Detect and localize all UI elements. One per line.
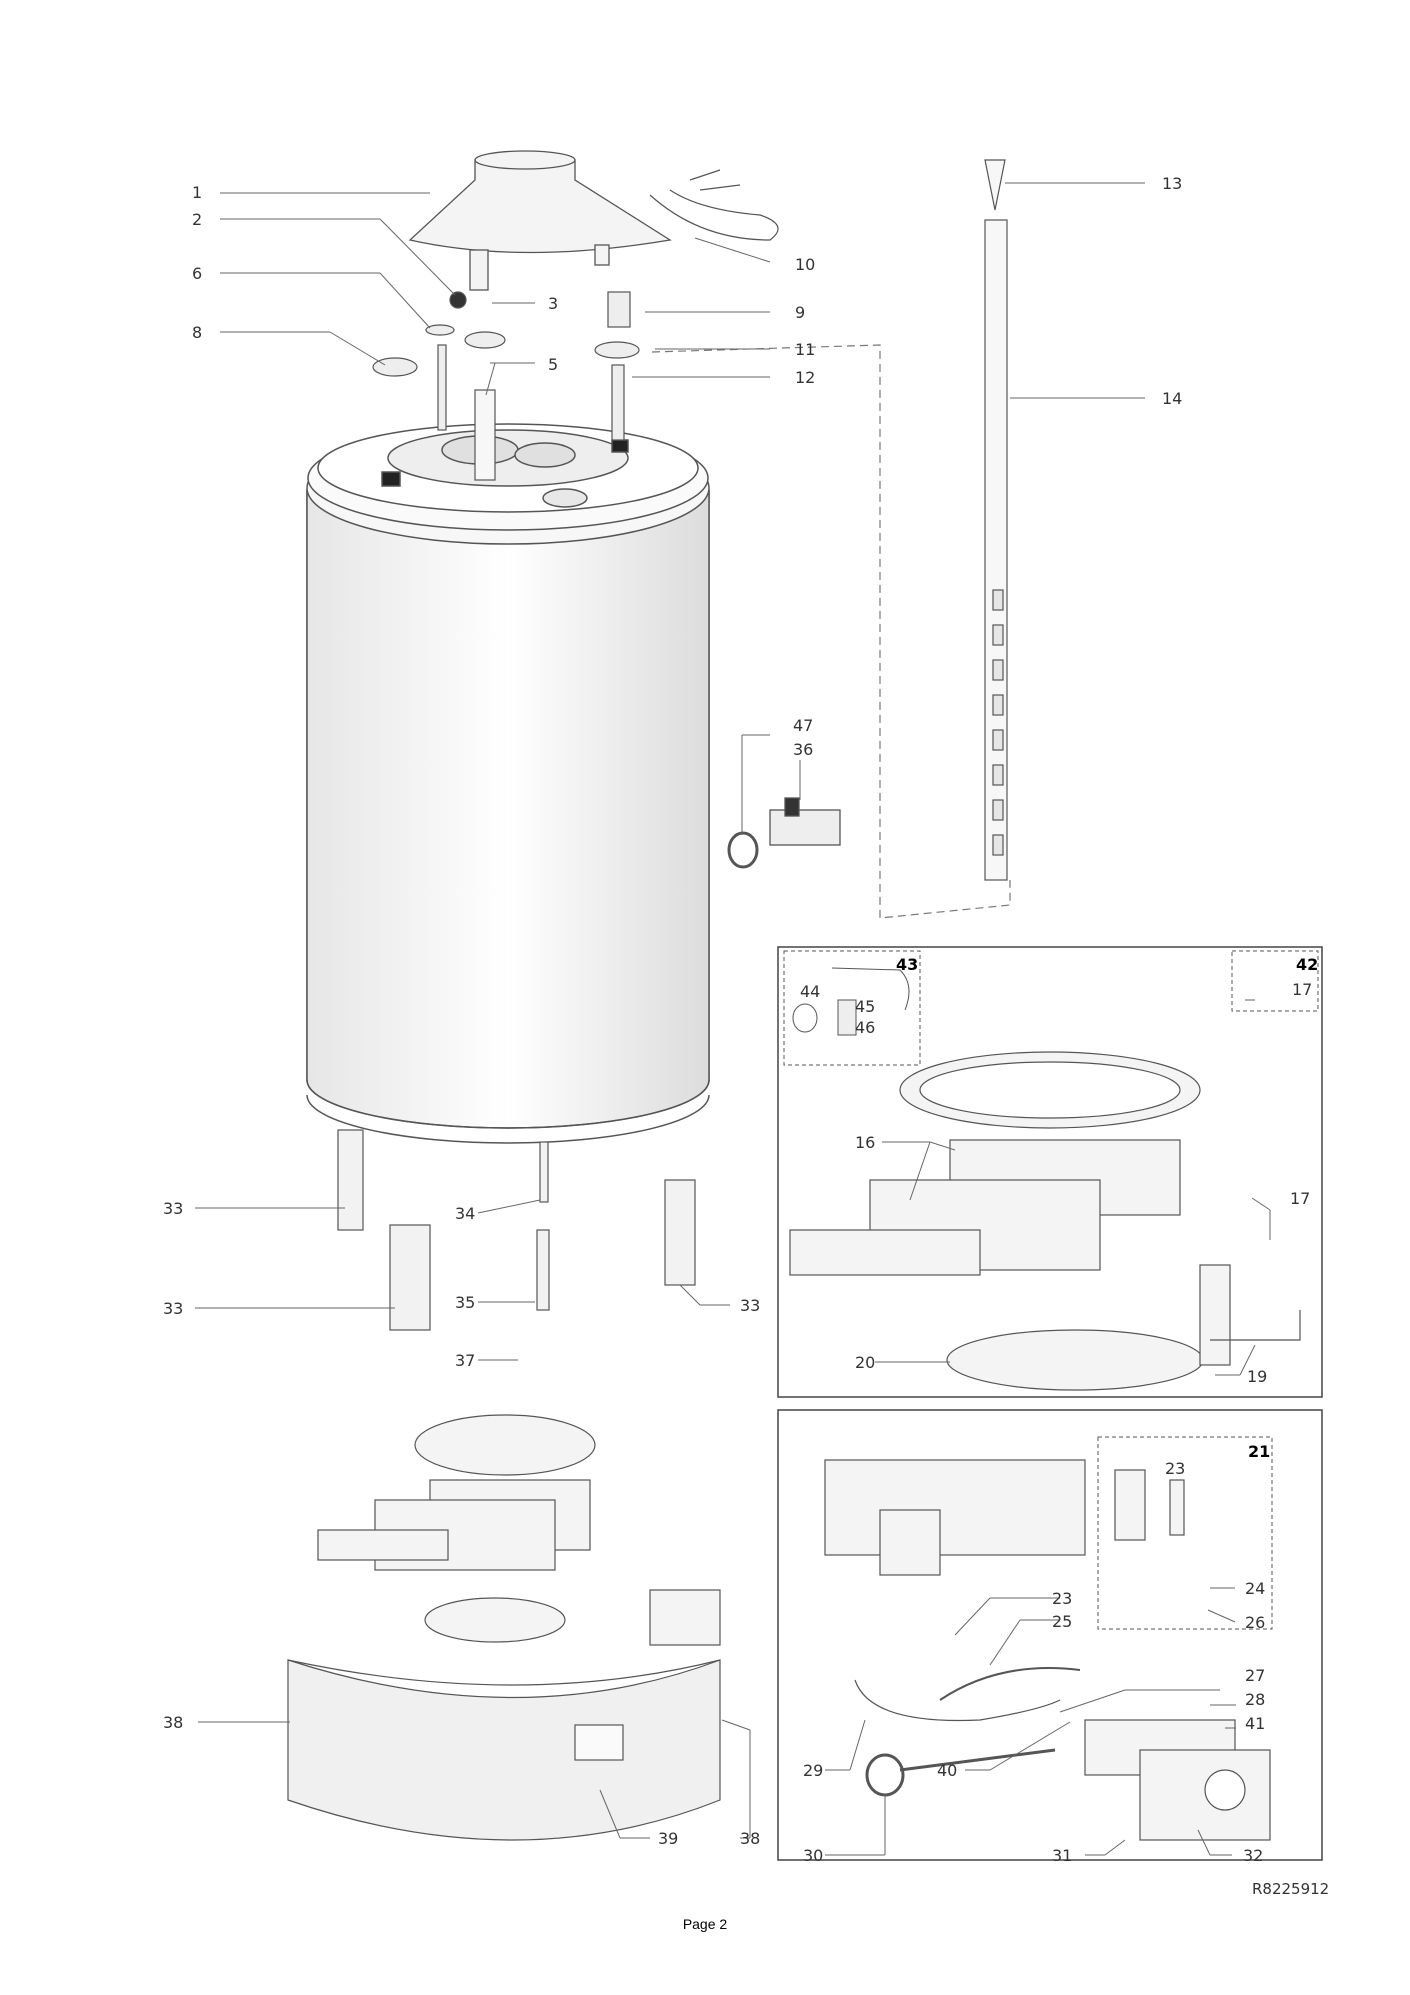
label-13: 13 xyxy=(1162,174,1182,193)
label-30: 30 xyxy=(803,1846,823,1865)
label-5: 5 xyxy=(548,355,558,374)
label-6: 6 xyxy=(192,264,202,283)
label-34: 34 xyxy=(455,1204,475,1223)
label-38-b: 38 xyxy=(740,1829,760,1848)
label-47: 47 xyxy=(793,716,813,735)
dashed-guide-14 xyxy=(651,344,1011,919)
label-33-a: 33 xyxy=(163,1199,183,1218)
label-17-a: 17 xyxy=(1292,980,1312,999)
flue-hood xyxy=(408,150,672,291)
lower-brackets xyxy=(337,1129,696,1331)
wire-harness-10 xyxy=(649,169,779,241)
label-24: 24 xyxy=(1245,1579,1265,1598)
label-43: 43 xyxy=(896,955,918,974)
label-10: 10 xyxy=(795,255,815,274)
drawing-reference: R8225912 xyxy=(1252,1880,1329,1898)
label-37: 37 xyxy=(455,1351,475,1370)
label-38-a: 38 xyxy=(163,1713,183,1732)
label-9: 9 xyxy=(795,303,805,322)
label-33-c: 33 xyxy=(740,1296,760,1315)
label-11: 11 xyxy=(795,340,815,359)
label-46: 46 xyxy=(855,1018,875,1037)
label-32: 32 xyxy=(1243,1846,1263,1865)
drain-valve-36 xyxy=(727,797,841,869)
label-2: 2 xyxy=(192,210,202,229)
leader-lines xyxy=(195,182,1271,1856)
label-42: 42 xyxy=(1296,955,1318,974)
part-labels: 1 2 6 8 3 5 10 9 11 12 13 14 47 36 33 33… xyxy=(163,174,1329,1898)
water-heater-tank xyxy=(306,423,710,1144)
label-27: 27 xyxy=(1245,1666,1265,1685)
label-16: 16 xyxy=(855,1133,875,1152)
anode-rod-14 xyxy=(984,159,1008,881)
label-17-b: 17 xyxy=(1290,1189,1310,1208)
label-31: 31 xyxy=(1052,1846,1072,1865)
label-23-a: 23 xyxy=(1165,1459,1185,1478)
label-12: 12 xyxy=(795,368,815,387)
label-23-b: 23 xyxy=(1052,1589,1072,1608)
label-25: 25 xyxy=(1052,1612,1072,1631)
label-41: 41 xyxy=(1245,1714,1265,1733)
label-8: 8 xyxy=(192,323,202,342)
label-40: 40 xyxy=(937,1761,957,1780)
burner-assembly-lower xyxy=(287,1414,721,1841)
label-29: 29 xyxy=(803,1761,823,1780)
label-3: 3 xyxy=(548,294,558,313)
label-1: 1 xyxy=(192,183,202,202)
label-45: 45 xyxy=(855,997,875,1016)
label-39: 39 xyxy=(658,1829,678,1848)
label-26: 26 xyxy=(1245,1613,1265,1632)
label-33-b: 33 xyxy=(163,1299,183,1318)
label-14: 14 xyxy=(1162,389,1182,408)
label-21: 21 xyxy=(1248,1442,1270,1461)
burner-inset-box xyxy=(777,946,1323,1398)
label-44: 44 xyxy=(800,982,820,1001)
gas-control-inset-box xyxy=(777,1409,1323,1861)
label-35: 35 xyxy=(455,1293,475,1312)
label-36: 36 xyxy=(793,740,813,759)
label-19: 19 xyxy=(1247,1367,1267,1386)
page-number: Page 2 xyxy=(682,1916,728,1932)
label-28: 28 xyxy=(1245,1690,1265,1709)
small-parts-top xyxy=(372,291,640,481)
label-20: 20 xyxy=(855,1353,875,1372)
